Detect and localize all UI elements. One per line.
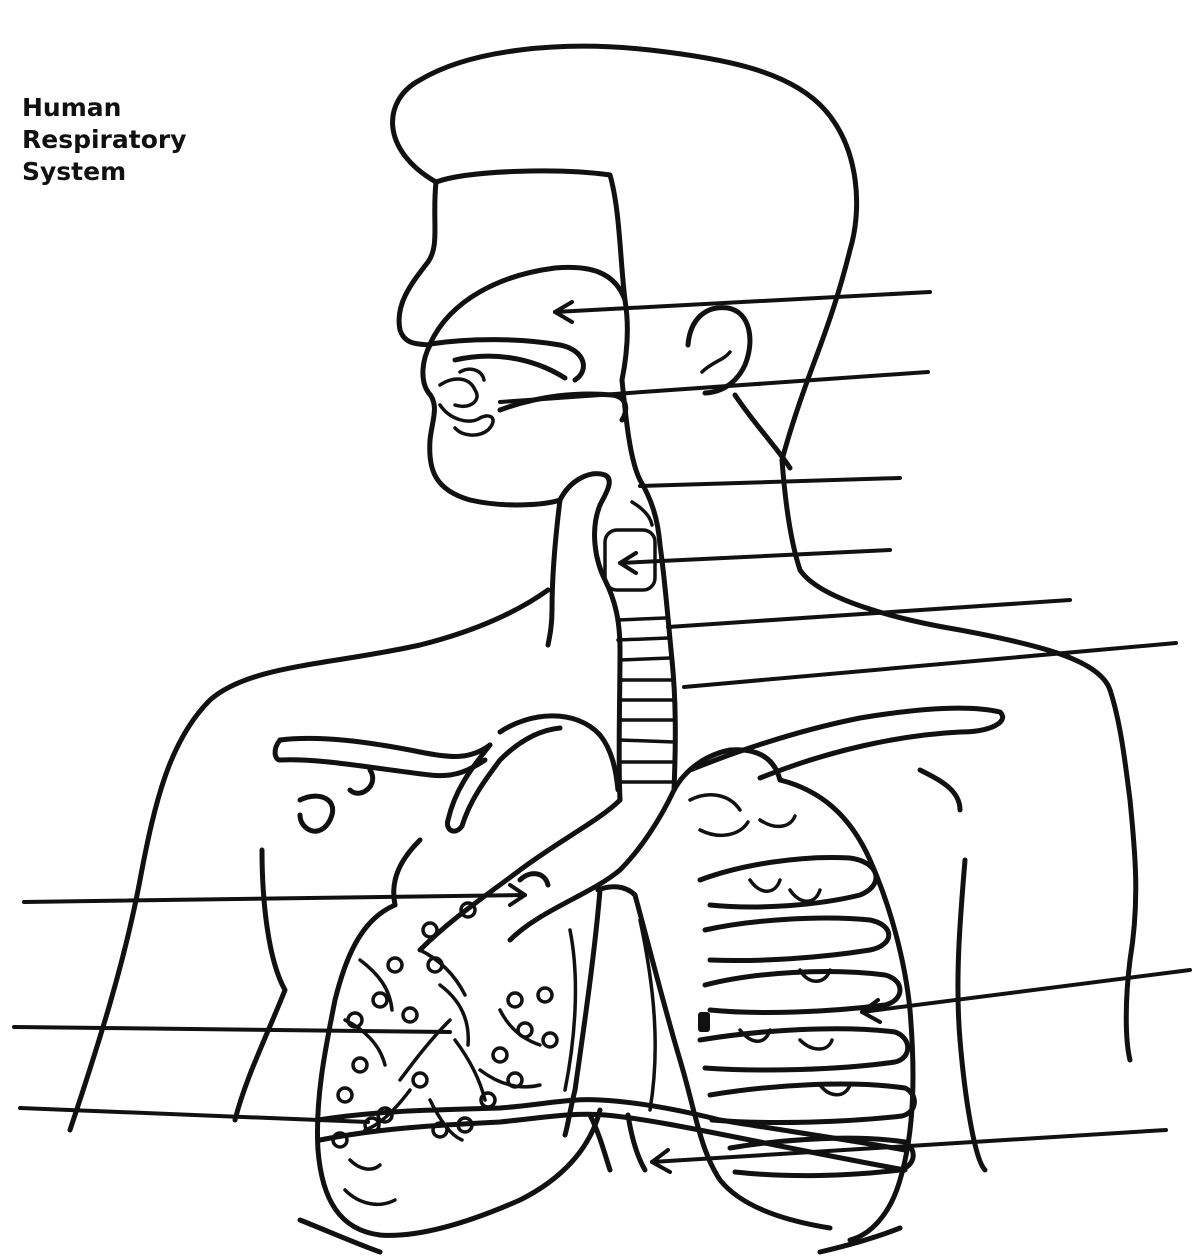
- clavicles: [275, 708, 1003, 831]
- leader-nasal-cavity: [555, 292, 930, 312]
- larynx-trachea: [595, 480, 676, 800]
- leader-bronchiole: [14, 1027, 450, 1032]
- leader-rib: [862, 970, 1190, 1012]
- head-outline: [393, 46, 1110, 690]
- leader-bronchus: [24, 895, 525, 902]
- leader-trachea-upper: [668, 600, 1070, 627]
- nasal-oral-cavity: [430, 267, 640, 505]
- label-leaders: [14, 292, 1190, 1172]
- left-lung: [317, 890, 600, 1235]
- bronchi: [394, 716, 780, 950]
- leader-pharynx: [640, 478, 900, 486]
